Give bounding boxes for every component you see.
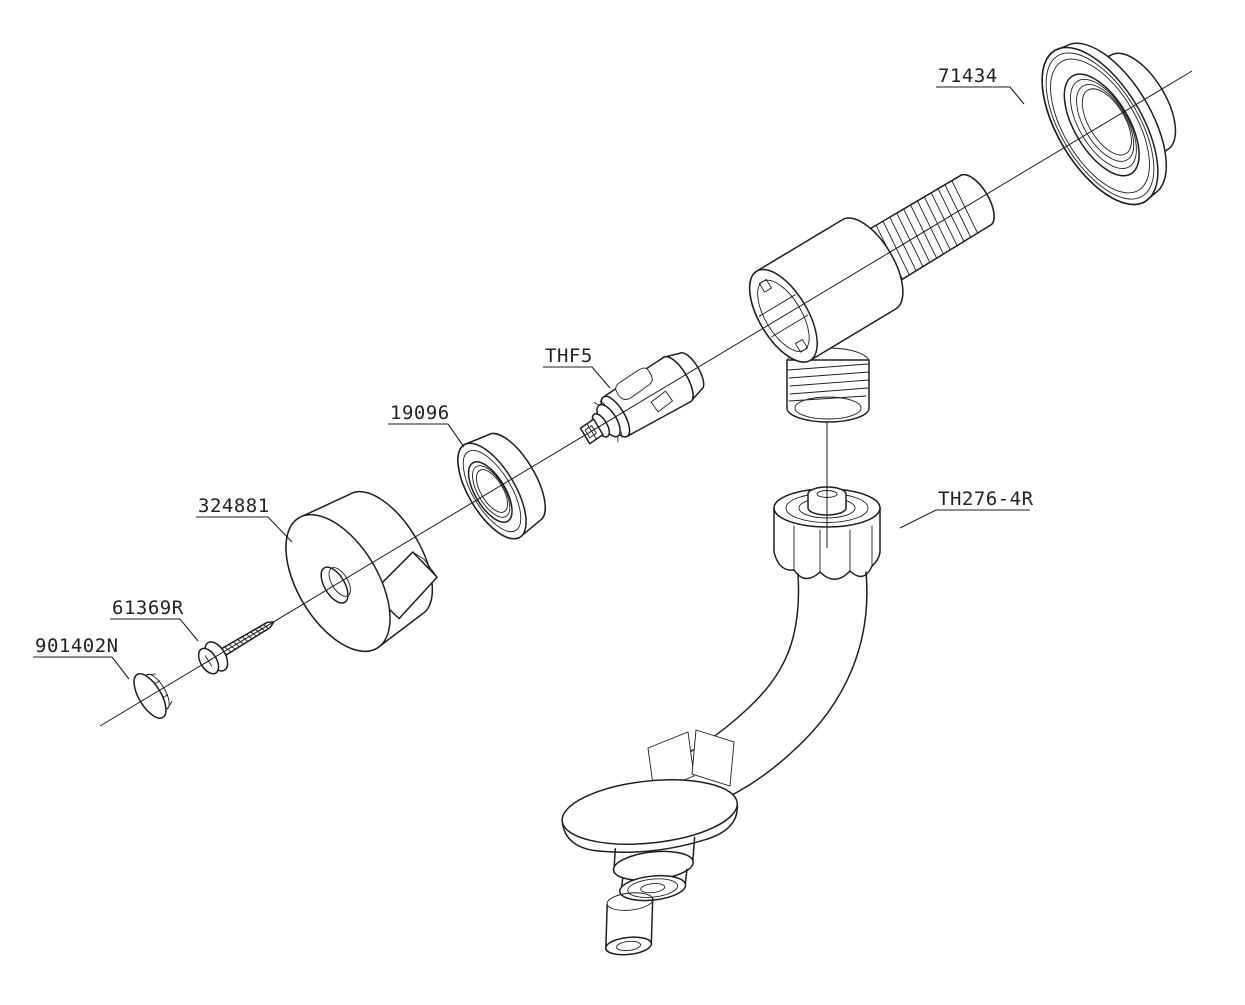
leader-61369r [110, 618, 199, 642]
labels: 71434 THF5 19096 324881 61369R 901402N T… [33, 65, 1034, 680]
axis-centerline [99, 70, 1193, 727]
leader-th276-4r [899, 509, 1030, 529]
leader-901402n [33, 656, 130, 680]
label-thf5: THF5 [545, 345, 593, 367]
leader-thf5 [543, 366, 611, 389]
leader-324881 [196, 516, 293, 543]
label-324881: 324881 [198, 495, 270, 517]
label-901402n: 901402N [35, 635, 119, 657]
label-th276-4r: TH276-4R [938, 488, 1034, 510]
spout-flange-and-nozzle [561, 779, 739, 956]
part-valve-body-outlet [786, 347, 870, 423]
part-th276-4r-spout [561, 486, 881, 956]
label-19096: 19096 [390, 402, 450, 424]
leader-71434 [936, 86, 1025, 105]
label-61369r: 61369R [112, 597, 184, 619]
leader-19096 [388, 423, 465, 448]
label-71434: 71434 [938, 65, 998, 87]
